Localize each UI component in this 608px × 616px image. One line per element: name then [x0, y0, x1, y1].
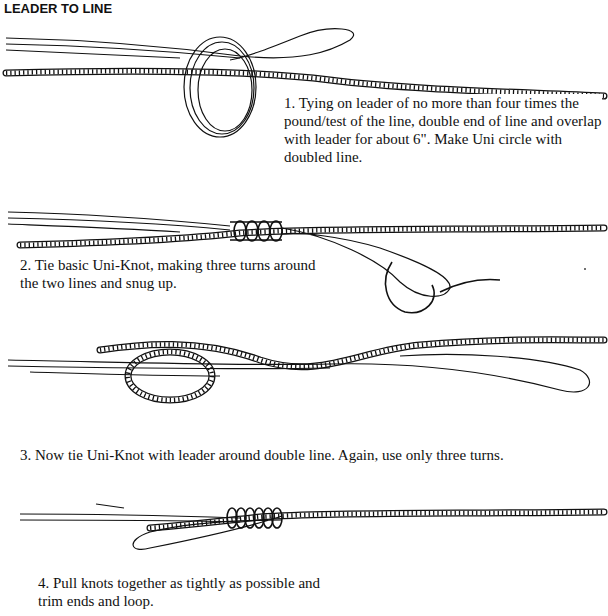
step-text: 2. Tie basic Uni-Knot, making three turn… [20, 256, 318, 292]
speck [584, 268, 585, 270]
step4-figure [20, 504, 604, 549]
step-text: 1. Tying on leader of no more than four … [284, 94, 602, 166]
step3-figure [8, 340, 604, 400]
step2-figure [8, 212, 604, 313]
step-text: 4. Pull knots together as tightly as pos… [38, 574, 334, 610]
diagram-title: LEADER TO LINE [4, 1, 224, 16]
step-text: 3. Now tie Uni-Knot with leader around d… [20, 446, 602, 464]
